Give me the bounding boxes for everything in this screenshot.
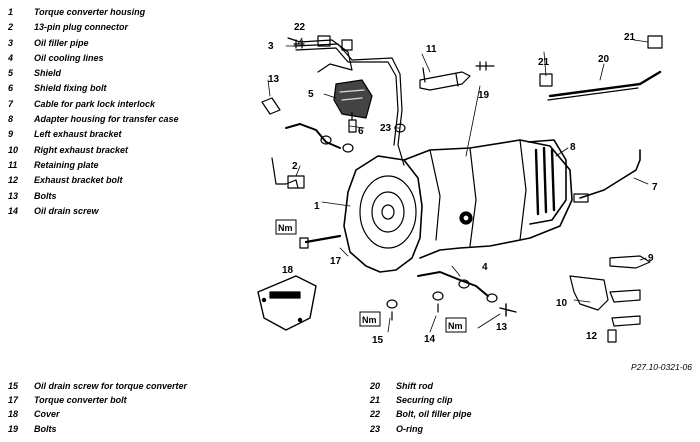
callout-21b: 21 <box>624 32 636 43</box>
callout-13b: 13 <box>496 322 508 333</box>
oil-drain-screw-14 <box>432 291 444 301</box>
callouts: 1 2 3 4 5 6 7 8 9 10 11 12 13 13 14 15 1… <box>268 22 658 346</box>
transmission-body <box>403 139 573 259</box>
callout-2: 2 <box>292 161 298 172</box>
torque-spec-box-2: Nm <box>359 311 381 327</box>
oil-cooling-line-lower <box>417 271 489 297</box>
bolt-19 <box>475 61 495 71</box>
oil-drain-screw-15 <box>386 299 398 309</box>
park-lock-cable-7 <box>579 149 641 199</box>
callout-22: 22 <box>294 22 306 33</box>
reference-code: P27.10-0321-06 <box>631 362 692 372</box>
plug-connector-2 <box>271 157 299 189</box>
bolt-22 <box>293 39 305 49</box>
callout-12: 12 <box>586 331 598 342</box>
callout-4: 4 <box>482 262 488 273</box>
callout-8: 8 <box>570 142 576 153</box>
callout-14: 14 <box>424 334 436 345</box>
callout-7: 7 <box>652 182 658 193</box>
callout-18: 18 <box>282 265 294 276</box>
retaining-plate-11 <box>419 71 471 91</box>
callout-15: 15 <box>372 335 384 346</box>
oil-cooling-line-upper <box>285 123 341 149</box>
torque-spec-box-1: Nm <box>275 219 297 235</box>
adapter-housing-8 <box>527 139 567 225</box>
oil-filler-pipe-tube <box>293 43 405 166</box>
o-ring-23 <box>394 123 406 133</box>
torque-spec-box-3: Nm <box>445 317 467 333</box>
svg-text:Nm: Nm <box>362 315 377 325</box>
svg-text:Nm: Nm <box>278 223 293 233</box>
callout-23: 23 <box>380 123 392 134</box>
exhaust-bracket-9 <box>609 255 651 269</box>
callout-17: 17 <box>330 256 342 267</box>
oil-filler-pipe-bracket <box>317 35 331 47</box>
callout-3: 3 <box>268 41 274 52</box>
callout-20: 20 <box>598 54 610 65</box>
bolt-12 <box>607 329 617 343</box>
securing-clip-21b <box>647 35 663 49</box>
torque-converter-bolt-17 <box>304 234 342 244</box>
callout-5: 5 <box>308 89 314 100</box>
callout-11: 11 <box>426 44 437 55</box>
callout-9: 9 <box>648 253 654 264</box>
exhaust-bracket-10 <box>569 275 609 311</box>
callout-21a: 21 <box>538 57 550 68</box>
torque-converter-housing <box>343 155 423 273</box>
shift-rod-20 <box>548 70 662 98</box>
callout-6: 6 <box>358 126 364 137</box>
oil-filler-pipe <box>287 37 353 73</box>
svg-text:Nm: Nm <box>448 321 463 331</box>
callout-13a: 13 <box>268 74 280 85</box>
cover-18 <box>257 275 317 331</box>
callout-10: 10 <box>556 298 568 309</box>
callout-1: 1 <box>314 201 320 212</box>
bolt-13-lower <box>499 303 517 317</box>
callout-19: 19 <box>478 90 490 101</box>
bolts-13-upper <box>261 97 281 115</box>
